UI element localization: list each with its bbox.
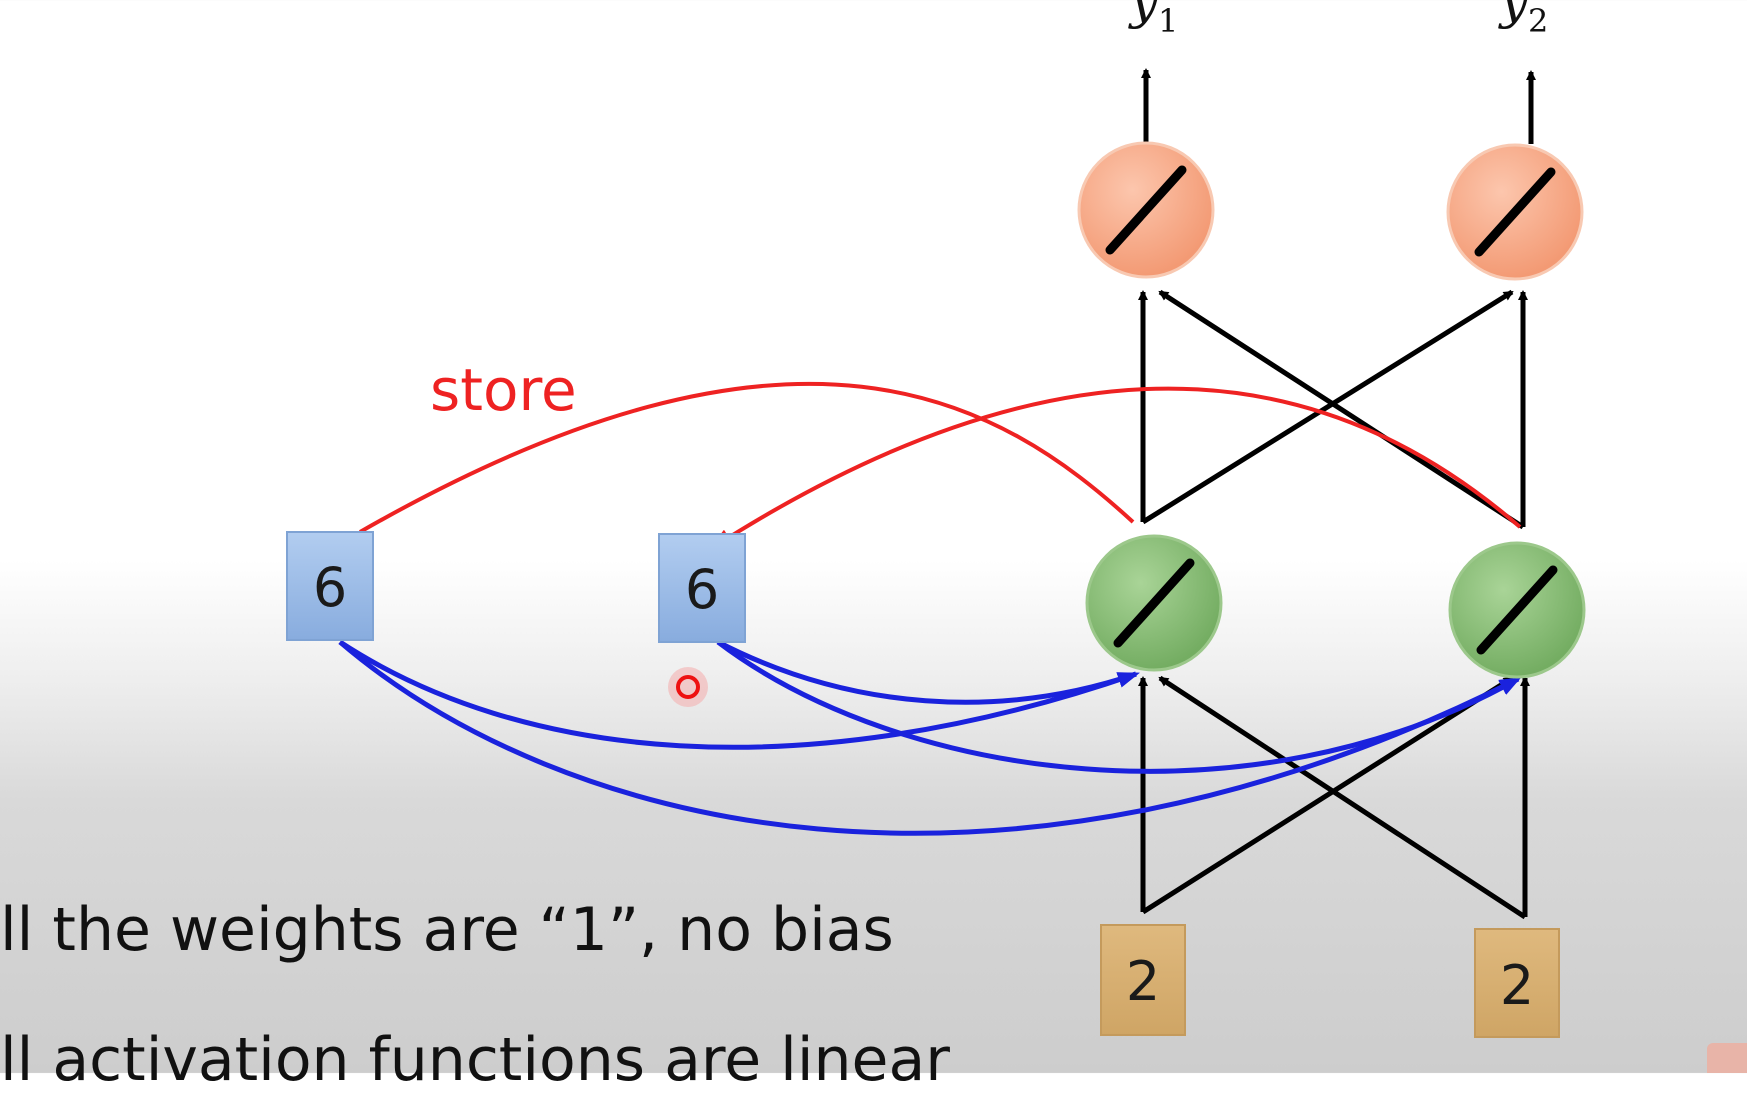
memory-cell-2-value: 6: [685, 558, 719, 621]
output-label-y1: y 1: [1128, 0, 1178, 40]
corner-badge: [1707, 1043, 1747, 1073]
svg-text:y: y: [1498, 0, 1529, 30]
linear-activation-slash-icon: [1474, 167, 1556, 257]
hidden-to-output-connections: [1138, 289, 1528, 530]
store-arrow-hidden2-to-memory1: [708, 386, 1522, 551]
note-activation: ll activation functions are linear: [0, 1025, 950, 1095]
svg-text:y: y: [1128, 0, 1159, 30]
memory-cell-2: 6: [658, 533, 746, 643]
output-neuron-1: [1077, 141, 1215, 279]
memory-to-hidden-connections: [338, 639, 1522, 836]
output-label-y2: y 2: [1498, 0, 1548, 40]
hidden-neuron-2: [1448, 541, 1586, 679]
svg-text:1: 1: [1158, 2, 1178, 40]
linear-activation-slash-icon: [1113, 558, 1195, 648]
input-cell-2: 2: [1474, 928, 1560, 1038]
output-neuron-2: [1446, 143, 1584, 281]
input-cell-2-value: 2: [1500, 954, 1534, 1017]
linear-activation-slash-icon: [1476, 565, 1558, 655]
hidden-neuron-1: [1085, 534, 1223, 672]
store-label: store: [430, 356, 577, 424]
memory-cell-1: 6: [286, 531, 374, 641]
input-cell-1-value: 2: [1126, 950, 1160, 1013]
input-to-hidden-connections: [1138, 675, 1530, 920]
input-cell-1: 2: [1100, 924, 1186, 1036]
memory-cell-1-value: 6: [313, 556, 347, 619]
note-weights: ll the weights are “1”, no bias: [0, 895, 894, 965]
linear-activation-slash-icon: [1105, 165, 1187, 255]
store-arrow-hidden1-to-memory2: [359, 381, 1135, 534]
svg-text:2: 2: [1528, 2, 1548, 40]
rnn-memory-diagram: y 1 y 2 store: [286, 0, 1586, 1038]
red-dot-cursor-icon: [668, 667, 708, 707]
